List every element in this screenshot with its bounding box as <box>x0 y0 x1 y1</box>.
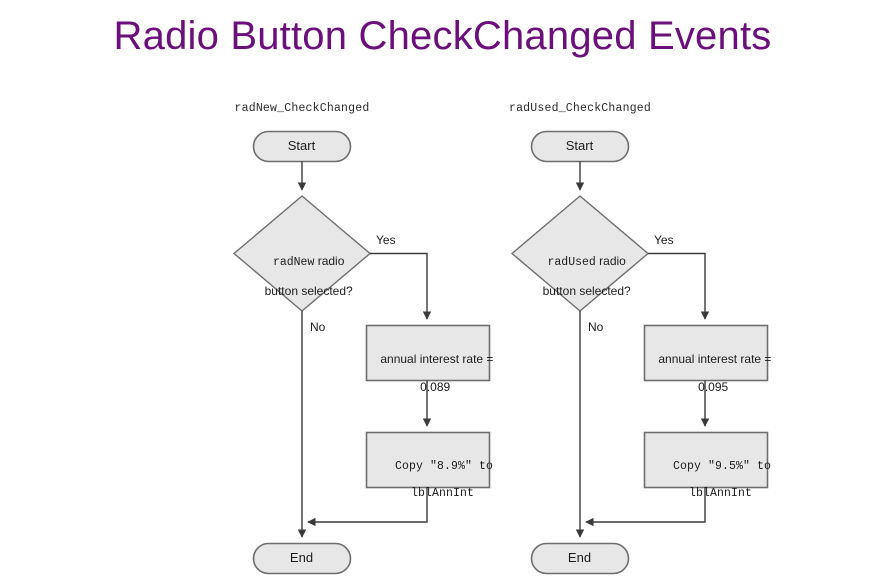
end-terminator-shape <box>530 542 630 575</box>
flowchart-header-radused: radUsed_CheckChanged <box>508 102 652 115</box>
decision-label-line2: button selected? <box>542 283 631 298</box>
process-box-rate-shape <box>365 324 491 382</box>
flowchart-radnew <box>232 130 491 575</box>
process-copy-line2: lblAnnInt <box>411 486 475 500</box>
decision-label-line1-rest: radio <box>595 254 626 269</box>
connector-copy-to-merge <box>585 487 706 527</box>
end-terminator-shape <box>252 542 352 575</box>
page-title: Radio Button CheckChanged Events <box>113 14 772 58</box>
edge-label-yes: Yes <box>376 233 396 247</box>
decision-diamond-shape <box>232 195 372 312</box>
process-copy-line1: Copy "8.9%" to <box>395 459 494 473</box>
start-terminator-shape <box>530 130 630 163</box>
decision-label: radUsed radio button selected? <box>508 240 652 312</box>
edge-label-no: No <box>310 320 326 334</box>
process-box-rate-label: annual interest rate = 0.095 <box>645 338 772 409</box>
start-terminator-label: Start <box>287 138 316 153</box>
process-box-copy-shape <box>365 431 491 489</box>
process-copy-line2: lblAnnInt <box>689 486 753 500</box>
start-terminator-label: Start <box>565 138 594 153</box>
decision-label-line1: radUsed radio <box>547 254 626 270</box>
flowchart-header-radnew: radNew_CheckChanged <box>234 102 370 115</box>
decision-label-line1: radNew radio <box>272 254 345 270</box>
edge-label-yes: Yes <box>654 233 674 247</box>
process-rate-line2: 0.095 <box>698 380 729 395</box>
process-rate-line1: annual interest rate = <box>658 352 772 367</box>
decision-diamond-shape <box>510 195 650 312</box>
end-terminator-label: End <box>289 550 314 565</box>
process-rate-line2: 0.089 <box>420 380 451 395</box>
decision-label: radNew radio button selected? <box>232 240 372 312</box>
edge-label-no: No <box>588 320 604 334</box>
decision-label-line1-rest: radio <box>314 254 345 269</box>
connector-yes-branch <box>370 252 432 320</box>
flowchart-radused <box>510 130 769 575</box>
connector-yes-branch <box>648 252 710 320</box>
decision-code-token: radNew <box>272 256 315 270</box>
process-copy-line1: Copy "9.5%" to <box>673 459 772 473</box>
process-box-copy-shape <box>643 431 769 489</box>
process-rate-line1: annual interest rate = <box>380 352 494 367</box>
process-box-rate-label: annual interest rate = 0.089 <box>367 338 494 409</box>
process-box-copy-label: Copy "9.5%" to lblAnnInt <box>645 446 772 514</box>
decision-code-token: radUsed <box>547 256 596 270</box>
decision-label-line2: button selected? <box>264 283 353 298</box>
start-terminator-shape <box>252 130 352 163</box>
connector-copy-to-merge <box>307 487 428 527</box>
process-box-copy-label: Copy "8.9%" to lblAnnInt <box>367 446 494 514</box>
end-terminator-label: End <box>567 550 592 565</box>
process-box-rate-shape <box>643 324 769 382</box>
